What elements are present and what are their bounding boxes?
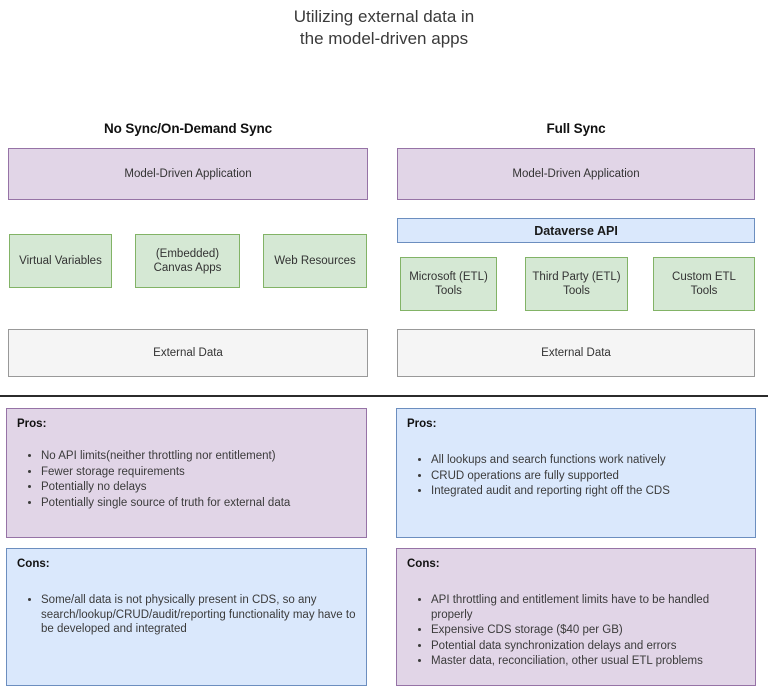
box-virtual-variables: Virtual Variables xyxy=(9,234,112,288)
list-item: Master data, reconciliation, other usual… xyxy=(431,654,745,669)
box-external-data-left: External Data xyxy=(8,329,368,377)
panel-title-cons-right: Cons: xyxy=(407,558,440,570)
panel-title-pros-right: Pros: xyxy=(407,418,437,430)
list-item: Potentially single source of truth for e… xyxy=(41,496,356,511)
cons-list-left: Some/all data is not physically present … xyxy=(17,593,356,637)
list-item: Expensive CDS storage ($40 per GB) xyxy=(431,623,745,638)
box-third-party-etl-tools: Third Party (ETL) Tools xyxy=(525,257,628,311)
box-external-data-right: External Data xyxy=(397,329,755,377)
section-divider xyxy=(0,395,768,397)
list-item: No API limits(neither throttling nor ent… xyxy=(41,449,356,464)
panel-title-pros-left: Pros: xyxy=(17,418,47,430)
pros-list-left: No API limits(neither throttling nor ent… xyxy=(17,449,356,510)
list-item: Potential data synchronization delays an… xyxy=(431,639,745,654)
cons-list-right: API throttling and entitlement limits ha… xyxy=(407,593,745,669)
box-microsoft-etl-tools: Microsoft (ETL) Tools xyxy=(400,257,497,311)
column-heading-full-sync: Full Sync xyxy=(546,121,606,136)
box-dataverse-api: Dataverse API xyxy=(397,218,755,243)
panel-cons-no-sync: Cons: Some/all data is not physically pr… xyxy=(6,548,367,686)
panel-cons-full-sync: Cons: API throttling and entitlement lim… xyxy=(396,548,756,686)
column-heading-no-sync: No Sync/On-Demand Sync xyxy=(103,121,273,136)
list-item: Integrated audit and reporting right off… xyxy=(431,484,745,499)
panel-pros-no-sync: Pros: No API limits(neither throttling n… xyxy=(6,408,367,538)
list-item: API throttling and entitlement limits ha… xyxy=(431,593,745,622)
box-web-resources: Web Resources xyxy=(263,234,367,288)
list-item: Some/all data is not physically present … xyxy=(41,593,356,637)
pros-list-right: All lookups and search functions work na… xyxy=(407,453,745,499)
box-custom-etl-tools: Custom ETL Tools xyxy=(653,257,755,311)
list-item: Fewer storage requirements xyxy=(41,465,356,480)
box-embedded-canvas-apps: (Embedded) Canvas Apps xyxy=(135,234,240,288)
list-item: All lookups and search functions work na… xyxy=(431,453,745,468)
box-model-driven-application-right: Model-Driven Application xyxy=(397,148,755,200)
list-item: Potentially no delays xyxy=(41,480,356,495)
box-model-driven-application-left: Model-Driven Application xyxy=(8,148,368,200)
panel-title-cons-left: Cons: xyxy=(17,558,50,570)
list-item: CRUD operations are fully supported xyxy=(431,469,745,484)
page-title: Utilizing external data in the model-dri… xyxy=(293,7,475,48)
panel-pros-full-sync: Pros: All lookups and search functions w… xyxy=(396,408,756,538)
